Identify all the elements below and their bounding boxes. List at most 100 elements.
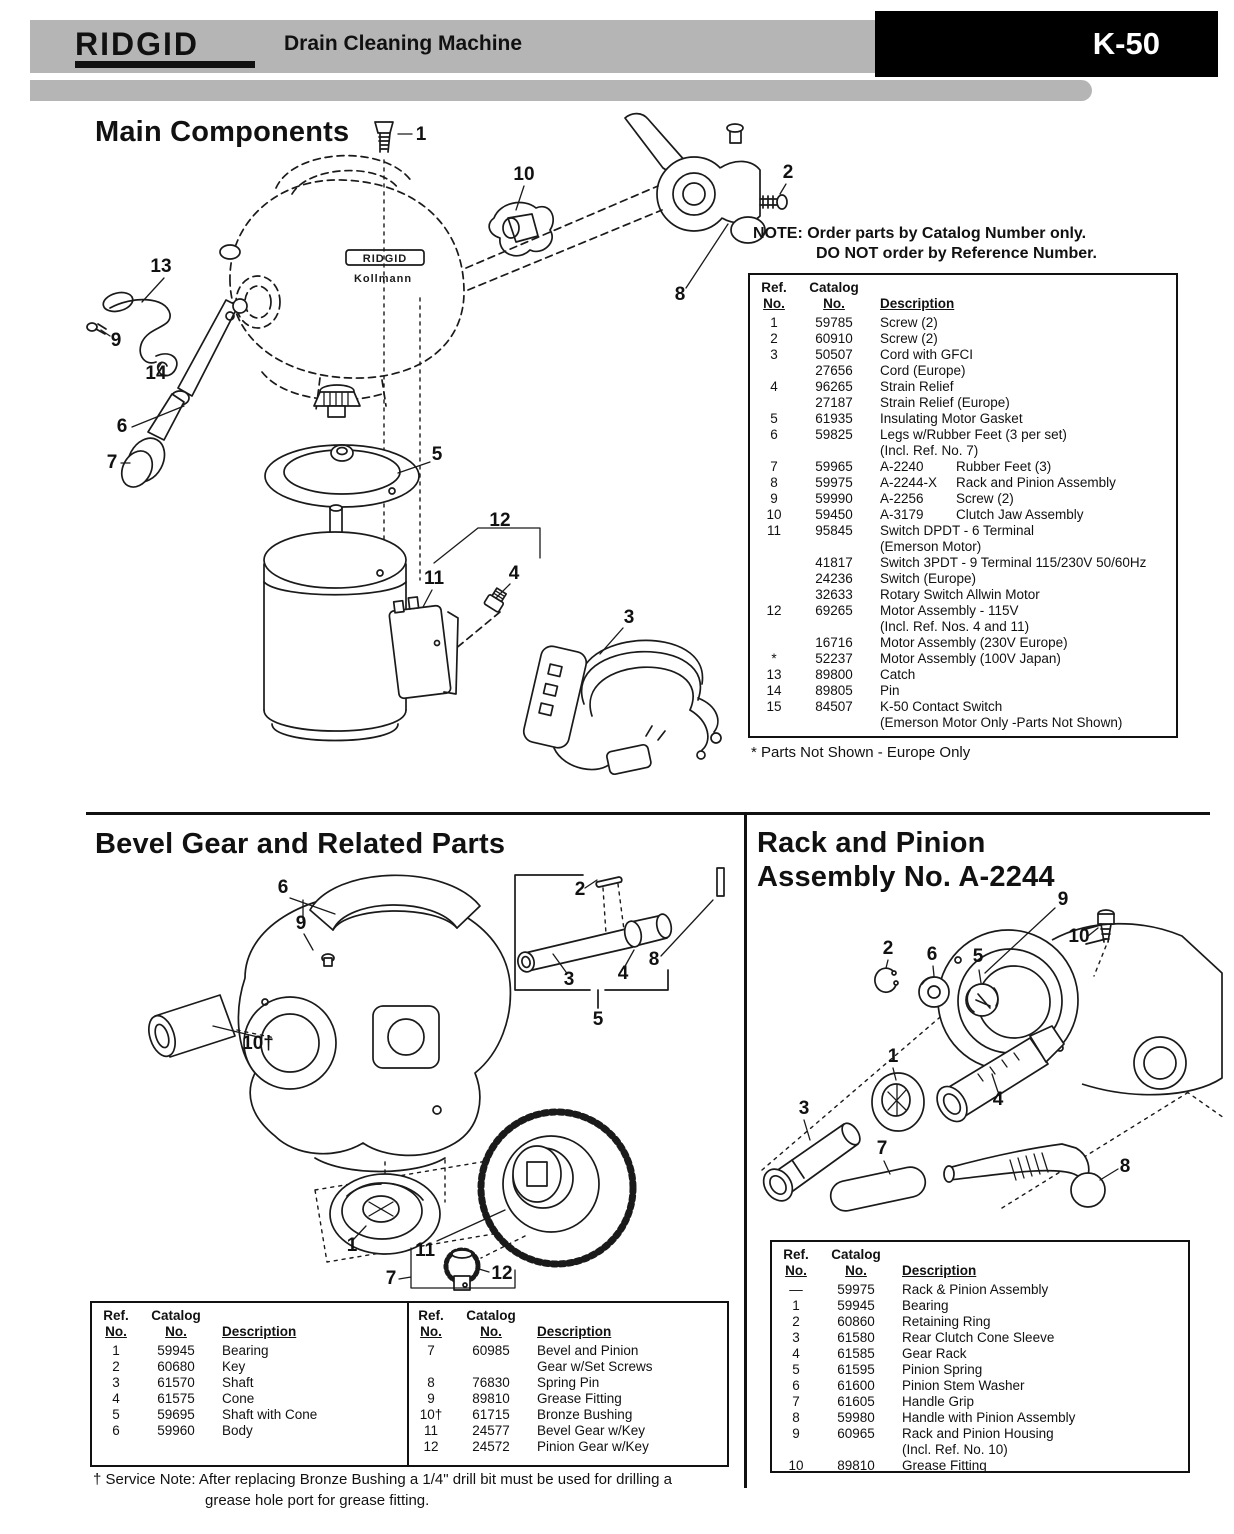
parts-row: (Emerson Motor) bbox=[880, 539, 982, 554]
callout-2: 2 bbox=[783, 162, 794, 183]
pin-drawing bbox=[155, 353, 178, 377]
section-divider-vertical bbox=[744, 812, 747, 1488]
callout-9: 9 bbox=[111, 330, 122, 351]
strain-relief-drawing bbox=[453, 583, 511, 651]
cone-sleeve-drawing bbox=[762, 1119, 861, 1202]
callout-12: 12 bbox=[489, 510, 510, 531]
parts-row: (Incl. Ref. No. 7) bbox=[880, 443, 979, 458]
bevel-table-divider bbox=[407, 1303, 409, 1465]
callout-7: 7 bbox=[386, 1268, 397, 1289]
rack-pinion-title-line2: Assembly No. A-2244 bbox=[757, 861, 1055, 893]
col-catalog-no-label: No. bbox=[165, 1324, 187, 1339]
retaining-ring-drawing bbox=[874, 959, 899, 994]
callout-4: 4 bbox=[993, 1089, 1004, 1110]
col-catalog-no-label: No. bbox=[845, 1263, 867, 1278]
clutch-jaw-drawing bbox=[488, 185, 555, 257]
main-components-diagram: RIDGID Kollmann bbox=[86, 112, 794, 776]
col-catalog-no-label: No. bbox=[480, 1324, 502, 1339]
callout-14: 14 bbox=[145, 363, 167, 384]
callout-8: 8 bbox=[1120, 1156, 1131, 1177]
col-catalog-label: Catalog bbox=[151, 1308, 201, 1323]
callout-7: 7 bbox=[877, 1138, 888, 1159]
callout-4: 4 bbox=[618, 963, 629, 984]
parts-row: (Emerson Motor Only -Parts Not Shown) bbox=[880, 715, 1123, 730]
col-ref-label: Ref. bbox=[761, 280, 787, 295]
stem-washer-drawing bbox=[918, 965, 950, 1008]
order-note: NOTE: Order parts by Catalog Number only… bbox=[753, 224, 1097, 264]
callout-2: 2 bbox=[883, 938, 894, 959]
callout-3: 3 bbox=[799, 1098, 810, 1119]
pinion-gear-drawing bbox=[398, 1247, 516, 1291]
gear-rack-drawing bbox=[936, 1025, 1065, 1123]
col-catalog-label: Catalog bbox=[809, 280, 859, 295]
small-gear-drawing bbox=[313, 384, 361, 418]
bronze-bushing-drawing bbox=[148, 994, 276, 1058]
col-description-label: Description bbox=[537, 1324, 612, 1339]
header-bar-secondary bbox=[30, 80, 1092, 101]
section-divider-horizontal bbox=[86, 812, 1210, 815]
callout-12: 12 bbox=[491, 1263, 512, 1284]
handle-grip-drawing bbox=[829, 1160, 927, 1212]
gasket-drawing bbox=[264, 297, 431, 581]
col-ref-label: Ref. bbox=[418, 1308, 444, 1323]
bevel-gear-title: Bevel Gear and Related Parts bbox=[95, 828, 506, 860]
col-ref-no-label: No. bbox=[785, 1263, 807, 1278]
callout-6: 6 bbox=[117, 416, 128, 437]
service-note-line2: grease hole port for grease fitting. bbox=[205, 1492, 430, 1509]
col-ref-label: Ref. bbox=[103, 1308, 129, 1323]
callout-10†: 10† bbox=[242, 1033, 274, 1054]
callout-6: 6 bbox=[927, 944, 938, 965]
motor-drawing bbox=[263, 504, 541, 742]
ridgid-logo-underline bbox=[75, 61, 255, 68]
order-note-line1: NOTE: Order parts by Catalog Number only… bbox=[753, 225, 1087, 242]
screw-2-drawing bbox=[759, 183, 788, 210]
col-ref-no-label: No. bbox=[763, 296, 785, 311]
cord-drawing bbox=[522, 627, 722, 776]
main-components-title: Main Components bbox=[95, 116, 350, 148]
rack-bearing-drawing bbox=[871, 1067, 925, 1132]
bevel-bearing-drawing bbox=[329, 1173, 441, 1255]
screw-9-drawing bbox=[86, 322, 111, 337]
col-description-label: Description bbox=[902, 1263, 977, 1278]
rack-pinion-title: Rack and Pinion Assembly No. A-2244 bbox=[757, 826, 1055, 894]
ridgid-logo: RIDGID bbox=[75, 26, 199, 62]
pinion-spring-drawing bbox=[965, 969, 999, 1017]
col-catalog-label: Catalog bbox=[831, 1247, 881, 1262]
order-note-line2: DO NOT order by Reference Number. bbox=[816, 245, 1097, 262]
